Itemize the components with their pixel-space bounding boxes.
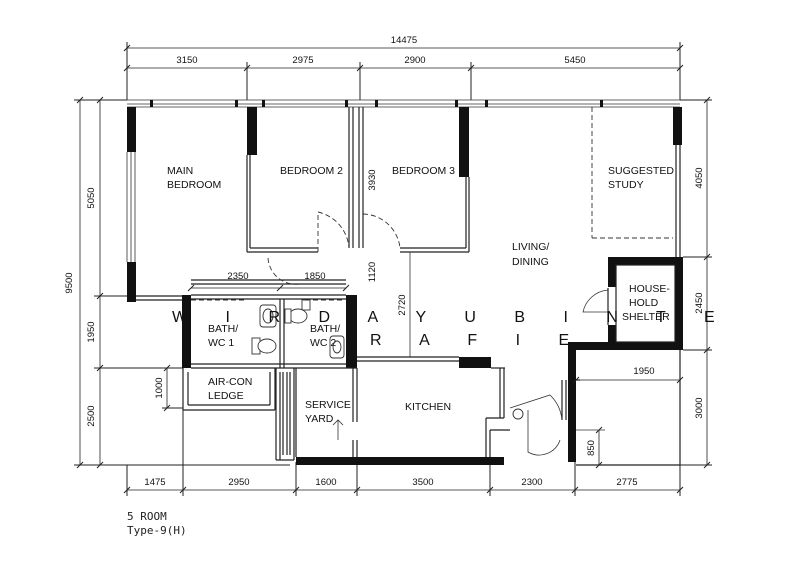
dim-top-4: 5450: [564, 55, 585, 66]
dim-3930: 3930: [367, 169, 378, 190]
dim-top-3: 2900: [404, 55, 425, 66]
dim-ledge: 1000: [154, 377, 165, 398]
dim-2720: 2720: [397, 294, 408, 315]
dim-bottom-4: 3500: [412, 477, 433, 488]
dim-left-2: 1950: [86, 321, 97, 342]
label-service-2: YARD: [305, 413, 334, 425]
left-dimensions: 9500 5050 1950 2500 1000: [64, 96, 290, 469]
dim-top-2: 2975: [292, 55, 313, 66]
bottom-dimensions: 1475 2950 1600 3500 2300 2775: [123, 410, 684, 496]
label-bedroom-3: BEDROOM 3: [392, 165, 455, 177]
bedroom3-door: [362, 213, 401, 249]
caption-flat-type: 5 ROOM: [127, 510, 167, 523]
dim-overall-width: 14475: [391, 35, 417, 46]
dim-bottom-5: 2300: [521, 477, 542, 488]
dim-bottom-1: 1475: [144, 477, 165, 488]
dim-bottom-3: 1600: [315, 477, 336, 488]
kitchen-door-leaf: [527, 410, 561, 456]
dim-right-1: 4050: [694, 167, 705, 188]
label-kitchen: KITCHEN: [405, 401, 451, 413]
dim-1120: 1120: [367, 262, 378, 282]
label-living-1: LIVING/: [512, 241, 549, 253]
label-main-bedroom-2: BEDROOM: [167, 179, 221, 191]
bath-fixtures: [191, 299, 345, 359]
label-shelter-3: SHELTER: [622, 311, 670, 323]
plan-caption: 5 ROOM Type-9(H): [127, 510, 187, 538]
dim-1950-inner: 1950: [633, 366, 654, 377]
top-segment-dimensions: 3150 2975 2900 5450: [123, 55, 684, 100]
dim-850: 850: [586, 440, 597, 456]
doors: [267, 211, 609, 456]
watermark-line1: W I R D A Y U B I N T E: [172, 309, 732, 326]
dim-top-1: 3150: [176, 55, 197, 66]
top-wall-windows: [127, 99, 680, 108]
top-overall-dimension: 14475: [123, 35, 684, 100]
label-bath2-2: WC 2: [310, 337, 336, 349]
watermark-line2: R A F I E: [370, 332, 586, 349]
label-aircon-2: LEDGE: [208, 390, 244, 402]
dim-left-3: 2500: [86, 405, 97, 426]
dim-left-1: 5050: [86, 187, 97, 208]
right-dimensions: 4050 2450 3000: [600, 96, 712, 469]
dim-left-overall: 9500: [64, 272, 75, 293]
bath-entry-door: [267, 257, 301, 285]
thin-walls: [126, 107, 684, 469]
label-bath1-1: BATH/: [208, 323, 238, 335]
label-shelter-1: HOUSE-: [629, 283, 670, 295]
shelter-door: [582, 289, 609, 313]
label-living-2: DINING: [512, 256, 549, 268]
yard-door-marker: [332, 419, 344, 440]
label-shelter-2: HOLD: [629, 297, 659, 309]
internal-dimensions: 2350 1850 3930 1120 2720 1950 850: [187, 169, 655, 456]
bedroom2-door: [317, 211, 350, 252]
label-study-2: STUDY: [608, 179, 644, 191]
dim-bottom-6: 2775: [616, 477, 637, 488]
dim-right-3: 3000: [694, 397, 705, 418]
label-bedroom-2: BEDROOM 2: [280, 165, 343, 177]
label-service-1: SERVICE: [305, 399, 351, 411]
kitchen-door: [509, 394, 563, 421]
caption-layout-type: Type-9(H): [127, 524, 187, 537]
label-main-bedroom-1: MAIN: [167, 165, 193, 177]
label-study-1: SUGGESTED: [608, 165, 674, 177]
thick-walls: [127, 107, 683, 465]
dim-right-2: 2450: [694, 292, 705, 313]
dim-2350: 2350: [227, 271, 248, 282]
label-aircon-1: AIR-CON: [208, 376, 252, 388]
label-bath1-2: WC 1: [208, 337, 234, 349]
room-labels: MAIN BEDROOM BEDROOM 2 BEDROOM 3 SUGGEST…: [167, 165, 674, 425]
watermark: W I R D A Y U B I N T E R A F I E: [172, 309, 732, 349]
wc1-toilet: [257, 338, 277, 354]
dim-1850: 1850: [304, 271, 325, 282]
label-bath2-1: BATH/: [310, 323, 340, 335]
dim-bottom-2: 2950: [228, 477, 249, 488]
